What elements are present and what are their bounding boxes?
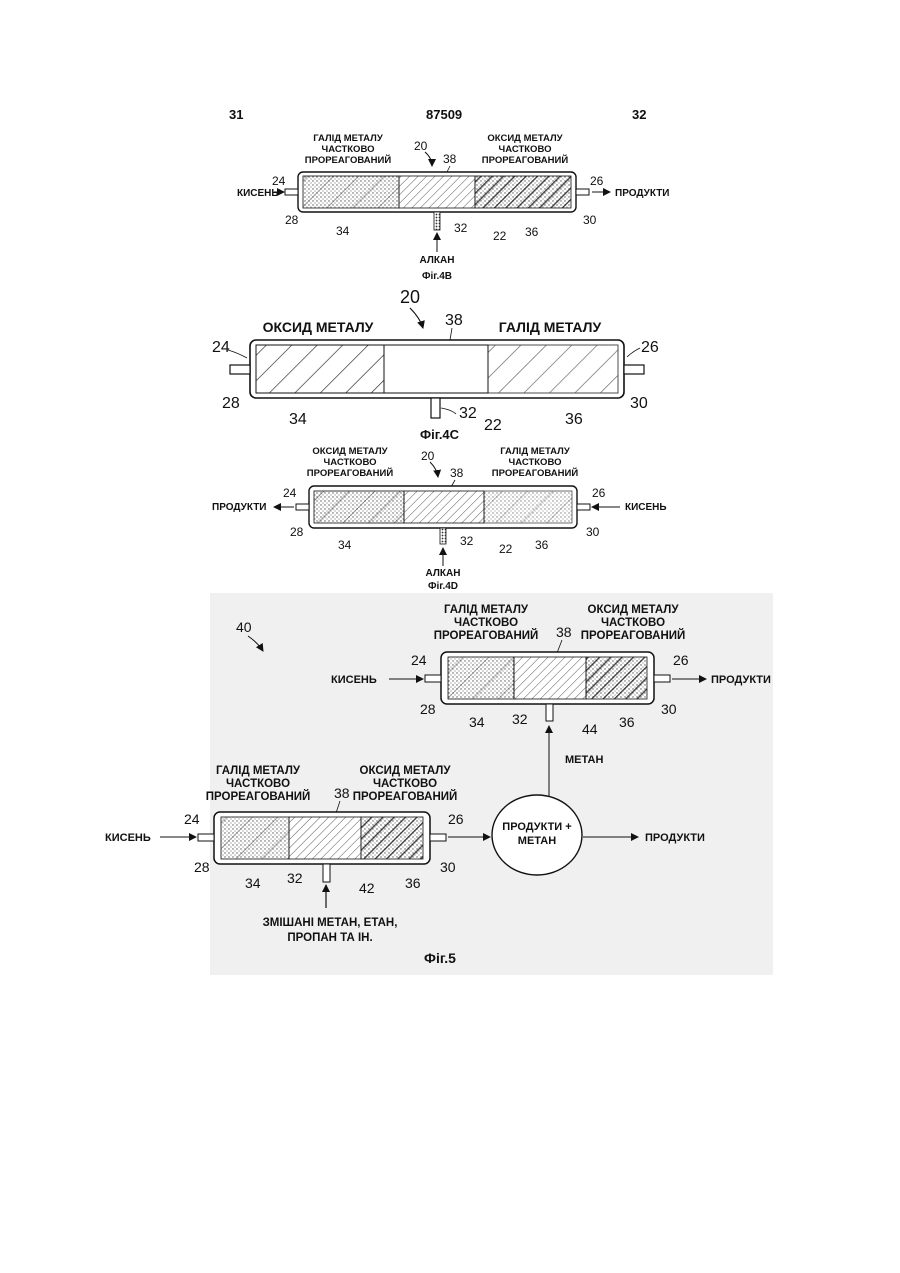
fig5-upper-label-left-3: ПРОРЕАГОВАНИЙ <box>434 629 539 642</box>
fig4b-oxygen-label: КИСЕНЬ <box>237 188 279 199</box>
fig5-lower-ref-end-right: 26 <box>448 811 464 827</box>
fig4d-ref-zone-left: 34 <box>338 538 352 552</box>
fig4d-ref-pipe-right: 30 <box>586 525 600 539</box>
fig5-methane-label: МЕТАН <box>565 754 603 766</box>
fig4b-ref-wall: 22 <box>493 229 507 243</box>
fig5-lower-ref-reactor: 42 <box>359 880 375 896</box>
fig4b-label-right-1: ОКСИД МЕТАЛУ <box>487 133 562 144</box>
fig4d-ref-wall: 22 <box>499 542 513 556</box>
fig4b-alkane-label: АЛКАН <box>420 255 455 266</box>
fig4b-label-left-2: ЧАСТКОВО <box>322 144 375 155</box>
fig5-upper-ref-zone-right: 36 <box>619 714 635 730</box>
fig4d-label-left-1: ОКСИД МЕТАЛУ <box>312 446 387 457</box>
fig5-lower-ref-pipe-left: 28 <box>194 859 210 875</box>
fig4c-label-left: ОКСИД МЕТАЛУ <box>263 319 374 335</box>
fig4c-ref-zone-left: 34 <box>289 411 307 428</box>
fig5-upper-ref-side-port: 32 <box>512 711 528 727</box>
fig5-upper-products-label: ПРОДУКТИ <box>711 674 771 686</box>
fig4b-label-left-3: ПРОРЕАГОВАНИЙ <box>305 154 392 166</box>
fig4d-ref-mid: 38 <box>450 466 464 480</box>
fig5-upper-ref-end-right: 26 <box>673 652 689 668</box>
fig5-upper-ref-reactor: 44 <box>582 721 598 737</box>
fig4c: 20 ОКСИД МЕТАЛУ ГАЛІД МЕТАЛУ 38 24 26 28… <box>212 287 659 442</box>
fig4b-ref-mid: 38 <box>443 152 457 166</box>
fig4b-label-left-1: ГАЛІД МЕТАЛУ <box>313 133 383 144</box>
fig5-separator-label-1: ПРОДУКТИ + <box>502 821 571 833</box>
fig5-lower-ref-zone-left: 34 <box>245 875 261 891</box>
fig4b-ref-pipe-right: 30 <box>583 213 597 227</box>
fig4d-ref-zone-right: 36 <box>535 538 549 552</box>
fig5-upper-ref-pipe-right: 30 <box>661 701 677 717</box>
fig5-lower-label-left-2: ЧАСТКОВО <box>226 778 290 790</box>
fig4b-ref-zone-left: 34 <box>336 224 350 238</box>
fig4c-ref-pipe-right: 30 <box>630 395 648 412</box>
fig4d-label-right-2: ЧАСТКОВО <box>509 457 562 468</box>
fig5-lower-oxygen-label: КИСЕНЬ <box>105 832 151 844</box>
fig4b-caption: Фіг.4В <box>422 271 452 282</box>
fig4b: ГАЛІД МЕТАЛУ ЧАСТКОВО ПРОРЕАГОВАНИЙ ОКСИ… <box>237 133 670 282</box>
fig4c-ref-side-port: 32 <box>459 405 477 422</box>
fig5-upper-ref-pipe-left: 28 <box>420 701 436 717</box>
fig5-caption: Фіг.5 <box>424 950 456 966</box>
fig4c-ref-reactor: 20 <box>400 287 420 307</box>
fig4d-ref-end-right: 26 <box>592 486 606 500</box>
fig4d-products-label: ПРОДУКТИ <box>212 502 267 513</box>
fig5-lower-ref-side-port: 32 <box>287 870 303 886</box>
fig4d-ref-side-port: 32 <box>460 534 474 548</box>
fig4b-label-right-3: ПРОРЕАГОВАНИЙ <box>482 154 569 166</box>
fig5-lower-label-left-1: ГАЛІД МЕТАЛУ <box>216 765 301 777</box>
fig4b-ref-end-left: 24 <box>272 174 286 188</box>
fig4d: ОКСИД МЕТАЛУ ЧАСТКОВО ПРОРЕАГОВАНИЙ ГАЛІ… <box>212 446 667 592</box>
fig5-lower-label-left-3: ПРОРЕАГОВАНИЙ <box>206 790 311 803</box>
fig4b-ref-zone-right: 36 <box>525 225 539 239</box>
fig5-feed-label-2: ПРОПАН ТА ІН. <box>287 932 372 944</box>
fig5-separator-label-2: МЕТАН <box>518 835 556 847</box>
fig5-upper-label-right-1: ОКСИД МЕТАЛУ <box>588 604 680 616</box>
fig5-upper-ref-end-left: 24 <box>411 652 427 668</box>
fig4d-ref-reactor: 20 <box>421 449 435 463</box>
fig5-lower-label-right-2: ЧАСТКОВО <box>373 778 437 790</box>
fig5-upper-label-left-2: ЧАСТКОВО <box>454 617 518 629</box>
fig4b-ref-pipe-left: 28 <box>285 213 299 227</box>
fig5-upper-ref-zone-left: 34 <box>469 714 485 730</box>
fig5-feed-label-1: ЗМІШАНІ МЕТАН, ЕТАН, <box>263 917 398 929</box>
fig5-lower-ref-end-left: 24 <box>184 811 200 827</box>
fig4c-caption: Фіг.4С <box>420 427 460 442</box>
fig4d-ref-end-left: 24 <box>283 486 297 500</box>
fig5-separator-products: ПРОДУКТИ <box>645 832 705 844</box>
fig4c-ref-zone-right: 36 <box>565 411 583 428</box>
fig4d-label-right-3: ПРОРЕАГОВАНИЙ <box>492 467 579 479</box>
fig4c-ref-end-left: 24 <box>212 339 230 356</box>
fig4b-label-right-2: ЧАСТКОВО <box>499 144 552 155</box>
fig4c-ref-wall: 22 <box>484 417 502 434</box>
fig4c-ref-mid: 38 <box>445 312 463 329</box>
fig5-lower-label-right-1: ОКСИД МЕТАЛУ <box>360 765 452 777</box>
fig4c-ref-pipe-left: 28 <box>222 395 240 412</box>
fig5-lower-ref-mid: 38 <box>334 785 350 801</box>
fig4d-label-left-2: ЧАСТКОВО <box>324 457 377 468</box>
fig4d-oxygen-label: КИСЕНЬ <box>625 502 667 513</box>
fig4d-label-right-1: ГАЛІД МЕТАЛУ <box>500 446 570 457</box>
fig4d-caption: Фіг.4D <box>428 581 458 592</box>
fig4c-label-right: ГАЛІД МЕТАЛУ <box>499 319 602 335</box>
fig4c-ref-end-right: 26 <box>641 339 659 356</box>
fig4d-ref-pipe-left: 28 <box>290 525 304 539</box>
fig5-upper-ref-mid: 38 <box>556 624 572 640</box>
fig5-lower-label-right-3: ПРОРЕАГОВАНИЙ <box>353 790 458 803</box>
fig4b-ref-reactor: 20 <box>414 139 428 153</box>
fig4b-products-label: ПРОДУКТИ <box>615 188 670 199</box>
fig5-upper-label-right-2: ЧАСТКОВО <box>601 617 665 629</box>
fig5-upper-oxygen-label: КИСЕНЬ <box>331 674 377 686</box>
fig4d-label-left-3: ПРОРЕАГОВАНИЙ <box>307 467 394 479</box>
fig5-upper-label-left-1: ГАЛІД МЕТАЛУ <box>444 604 529 616</box>
fig5-lower-ref-pipe-right: 30 <box>440 859 456 875</box>
fig5-lower-ref-zone-right: 36 <box>405 875 421 891</box>
fig4b-ref-side-port: 32 <box>454 221 468 235</box>
fig5-upper-label-right-3: ПРОРЕАГОВАНИЙ <box>581 629 686 642</box>
fig4d-alkane-label: АЛКАН <box>426 568 461 579</box>
fig4b-ref-end-right: 26 <box>590 174 604 188</box>
fig5-system-ref: 40 <box>236 619 252 635</box>
